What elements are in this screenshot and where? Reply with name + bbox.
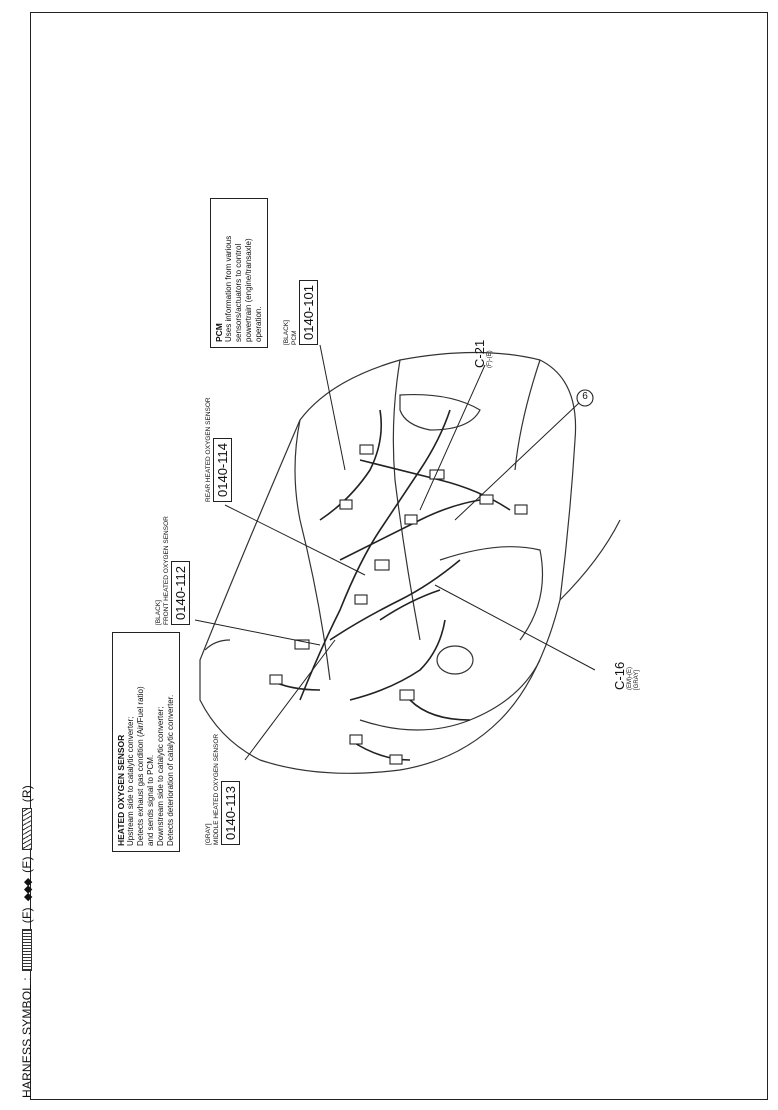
joint-6-circle — [576, 389, 594, 407]
pcm-box-wrap: PCM Uses information from various sensor… — [210, 198, 268, 348]
joint-c21-name: C-21 — [472, 339, 487, 368]
heated-sensor-line1: Upstream side to catalytic converter; — [126, 716, 135, 846]
connector-101-color: [BLACK] — [283, 320, 290, 345]
pcm-line2: sensors/actuators to control — [234, 243, 243, 342]
connector-114-code: 0140-114 — [213, 438, 232, 502]
joint-c21: C-21 (F)-(E) — [472, 340, 494, 368]
wiring-harness — [269, 409, 511, 761]
pcm-title: PCM — [214, 323, 224, 342]
connector-0140-112: [BLACK] FRONT HEATED OXYGEN SENSOR 0140-… — [155, 516, 190, 625]
joint-c21-sub: (F)-(E) — [487, 350, 493, 368]
connector-112-name: FRONT HEATED OXYGEN SENSOR — [163, 516, 170, 625]
pcm-line4: operation. — [254, 306, 263, 342]
connector-0140-101: [BLACK] PCM 0140-101 — [283, 280, 318, 345]
connector-113-code: 0140-113 — [221, 781, 240, 845]
connector-0140-113: [GRAY] MIDDLE HEATED OXYGEN SENSOR 0140-… — [205, 734, 240, 845]
heated-sensor-line4: Downstream side to catalytic converter; — [156, 706, 165, 846]
page-frame — [30, 12, 768, 1100]
heated-sensor-line5: Detects deterioration of catalytic conve… — [166, 694, 175, 846]
connector-101-code: 0140-101 — [299, 280, 318, 345]
connector-0140-114: REAR HEATED OXYGEN SENSOR 0140-114 — [205, 397, 232, 502]
joint-6-label: 6 — [582, 391, 588, 402]
joint-c16-sub2: [GRAY] — [634, 670, 640, 690]
joint-c16: C-16 (EM)-(E) [GRAY] — [612, 662, 641, 690]
pcm-line1: Uses information from various — [224, 235, 233, 342]
connector-114-name: REAR HEATED OXYGEN SENSOR — [205, 397, 212, 502]
joint-c16-sub1: (EM)-(E) — [627, 667, 633, 690]
connector-112-code: 0140-112 — [171, 561, 190, 625]
connector-113-color: [GRAY] — [205, 823, 212, 845]
heated-sensor-title: HEATED OXYGEN SENSOR — [116, 734, 126, 846]
heated-sensor-line3: and sends signal to PCM. — [146, 754, 155, 846]
connector-113-name: MIDDLE HEATED OXYGEN SENSOR — [213, 733, 220, 845]
connector-blocks — [269, 444, 528, 765]
heated-sensor-line2: Detects exhaust gas condition (Air/Fuel … — [136, 686, 145, 846]
pcm-box: PCM Uses information from various sensor… — [210, 198, 268, 348]
leader-lines — [194, 344, 596, 761]
vehicle-outline — [199, 351, 621, 774]
heated-oxygen-sensor-box: HEATED OXYGEN SENSOR Upstream side to ca… — [112, 632, 180, 852]
connector-112-color: [BLACK] — [155, 600, 162, 625]
connector-101-name: PCM — [291, 330, 298, 345]
heated-oxygen-sensor-box-wrap: HEATED OXYGEN SENSOR Upstream side to ca… — [112, 632, 180, 852]
joint-c16-name: C-16 — [612, 661, 627, 690]
pcm-line3: powertrain (engine/transaxle) — [244, 238, 253, 342]
